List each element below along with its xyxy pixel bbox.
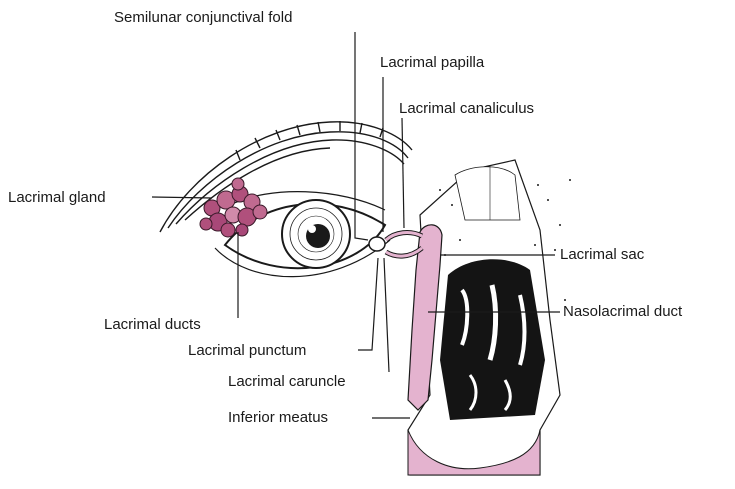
label-lacrimal-punctum: Lacrimal punctum — [188, 342, 306, 360]
label-semilunar-conjunctival-fold: Semilunar conjunctival fold — [114, 9, 292, 27]
label-lacrimal-papilla: Lacrimal papilla — [380, 54, 484, 72]
label-lacrimal-canaliculus: Lacrimal canaliculus — [399, 100, 534, 118]
label-lacrimal-ducts: Lacrimal ducts — [104, 316, 201, 334]
label-nasolacrimal-duct: Nasolacrimal duct — [563, 303, 682, 321]
label-lacrimal-caruncle: Lacrimal caruncle — [228, 373, 346, 391]
label-lacrimal-sac: Lacrimal sac — [560, 246, 644, 264]
label-inferior-meatus: Inferior meatus — [228, 409, 328, 427]
label-lacrimal-gland: Lacrimal gland — [8, 189, 106, 207]
